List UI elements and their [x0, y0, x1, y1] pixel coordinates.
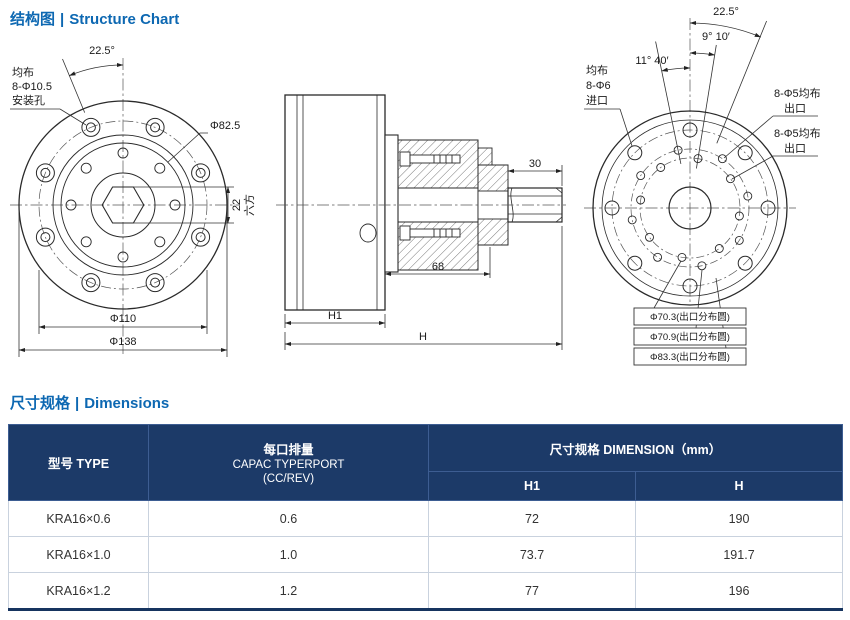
structure-chart-area: 22.5° 均布 8-Φ10.5 安装孔 Φ82.5 22 六方 Φ110 Φ1…	[10, 6, 821, 366]
rear-outlet-holes-b	[627, 145, 753, 271]
front-labels: 22.5° 均布 8-Φ10.5 安装孔 Φ82.5 22 六方 Φ110 Φ1…	[12, 45, 256, 348]
rear-circles	[592, 110, 788, 306]
section-labels: 30 68 H1 H	[328, 158, 541, 343]
title-separator-2: |	[75, 395, 80, 412]
dim-h1-label: H1	[328, 310, 342, 322]
cell-capacity: 0.6	[148, 500, 429, 537]
section-bolts	[359, 151, 461, 243]
table-header-row-1: 型号 TYPE 每口排量 CAPAC TYPERPORT (CC/REV) 尺寸…	[8, 424, 844, 501]
rear-angle-9-10-label: 9° 10′	[702, 31, 730, 43]
front-center-lines	[10, 58, 240, 354]
rear-center-lines	[584, 18, 796, 302]
section-view-drawing: 30 68 H1 H	[276, 94, 566, 350]
cell-h1: 73.7	[428, 536, 636, 573]
title-separator: |	[60, 11, 65, 28]
dia-83-3-label: Φ83.3(出口分布圆)	[650, 351, 730, 363]
outlet2-label-2: 出口	[784, 141, 806, 155]
dia-82-5-label: Φ82.5	[210, 120, 240, 132]
section-dimension-lines	[284, 165, 563, 350]
structure-chart-title: 结构图|Structure Chart	[10, 8, 179, 29]
dia-70-3-label: Φ70.3(出口分布圆)	[650, 311, 730, 323]
outlet1-label-1: 8-Φ5均布	[774, 87, 821, 100]
table-row: KRA16×1.0 1.0 73.7 191.7	[8, 536, 844, 573]
rear-outlet-holes-a	[636, 154, 744, 262]
cell-capacity: 1.0	[148, 536, 429, 573]
cell-h1: 72	[428, 500, 636, 537]
dimensions-title-zh: 尺寸规格	[10, 395, 71, 412]
outlet1-label-2: 出口	[784, 101, 806, 115]
section-body	[284, 94, 399, 311]
rear-angle-11-40-label: 11° 40′	[635, 55, 668, 67]
inlet-label-1: 均布	[586, 64, 608, 77]
inlet-label-3: 进口	[586, 94, 608, 107]
structure-title-en: Structure Chart	[69, 11, 180, 28]
cell-h: 196	[634, 572, 844, 611]
dia-70-9-label: Φ70.9(出口分布圆)	[650, 331, 730, 343]
front-view-drawing: 22.5° 均布 8-Φ10.5 安装孔 Φ82.5 22 六方 Φ110 Φ1…	[10, 45, 256, 357]
capacity-header-line-2: CAPAC TYPERPORT	[232, 459, 345, 471]
dim-68-label: 68	[432, 261, 444, 273]
col-header-h: H	[634, 471, 844, 501]
cell-capacity: 1.2	[148, 572, 429, 611]
dia-138-label: Φ138	[109, 336, 136, 348]
col-header-capacity: 每口排量 CAPAC TYPERPORT (CC/REV)	[148, 424, 429, 501]
table-row: KRA16×1.2 1.2 77 196	[8, 572, 844, 611]
rear-angle-22-5-label: 22.5°	[713, 6, 739, 18]
rear-inlet-holes	[604, 122, 776, 294]
table-row: KRA16×0.6 0.6 72 190	[8, 500, 844, 537]
capacity-header-line-1: 每口排量	[263, 443, 314, 457]
cell-h1: 77	[428, 572, 636, 611]
rear-dimension-lines	[584, 20, 818, 366]
cell-type: KRA16×1.2	[8, 572, 149, 611]
front-inner-holes	[65, 147, 181, 263]
front-angle-label: 22.5°	[89, 45, 115, 57]
dia-110-label: Φ110	[110, 313, 136, 325]
cell-type: KRA16×1.0	[8, 536, 149, 573]
hex-word-label: 六方	[242, 194, 256, 216]
col-header-type: 型号 TYPE	[8, 424, 149, 501]
dim-30-label: 30	[529, 158, 541, 170]
dimensions-table: 型号 TYPE 每口排量 CAPAC TYPERPORT (CC/REV) 尺寸…	[8, 424, 844, 611]
mount-holes-label-1: 均布	[12, 66, 34, 79]
rear-labels: 22.5° 9° 10′ 11° 40′ 均布 8-Φ6 进口 8-Φ5均布 出…	[586, 6, 821, 363]
structure-title-zh: 结构图	[10, 11, 56, 28]
hex-size-label: 22	[231, 199, 243, 211]
dim-h-label: H	[419, 331, 427, 343]
cell-type: KRA16×0.6	[8, 500, 149, 537]
mount-holes-label-3: 安装孔	[12, 93, 45, 107]
mount-holes-label-2: 8-Φ10.5	[12, 81, 52, 93]
o-ring	[359, 223, 377, 243]
col-header-h1: H1	[428, 471, 636, 501]
cell-h: 191.7	[634, 536, 844, 573]
outlet2-label-1: 8-Φ5均布	[774, 127, 821, 140]
dimensions-title: 尺寸规格|Dimensions	[10, 392, 169, 413]
front-dimension-lines	[10, 58, 234, 357]
col-header-dimension: 尺寸规格 DIMENSION（mm）	[427, 424, 844, 472]
rear-view-drawing: 22.5° 9° 10′ 11° 40′ 均布 8-Φ6 进口 8-Φ5均布 出…	[584, 6, 821, 366]
front-mount-holes	[35, 117, 211, 293]
inlet-label-2: 8-Φ6	[586, 80, 611, 92]
cell-h: 190	[634, 500, 844, 537]
dimensions-title-en: Dimensions	[84, 395, 170, 412]
capacity-header-line-3: (CC/REV)	[262, 473, 315, 485]
